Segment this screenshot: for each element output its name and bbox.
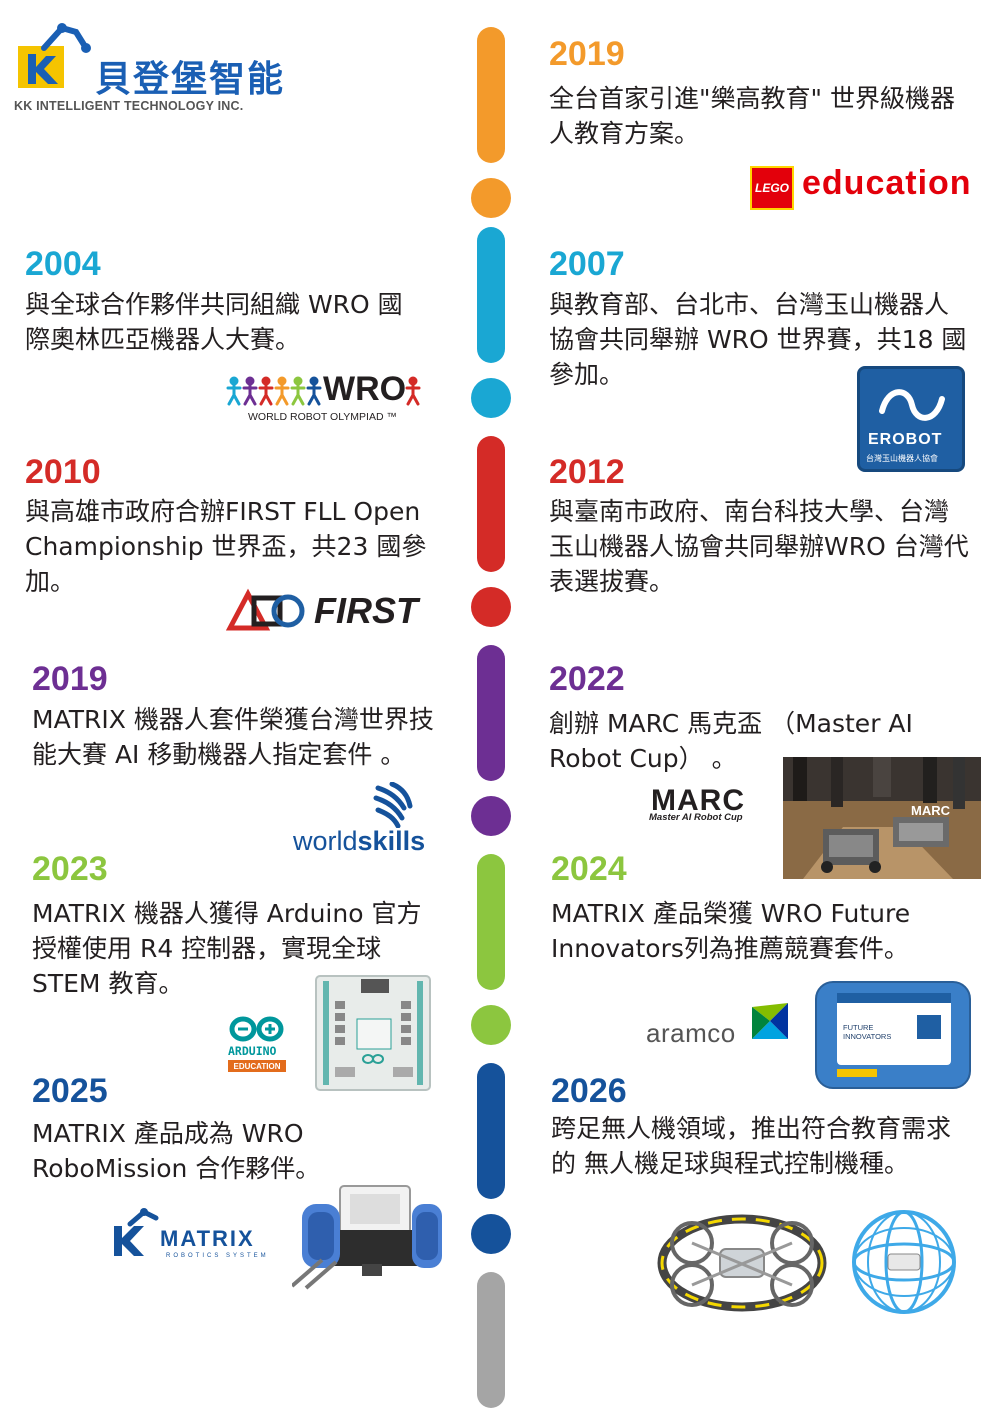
timeline-bar-green bbox=[477, 854, 505, 990]
worldskills-logo-text-a: world bbox=[293, 826, 358, 856]
company-name: 貝登堡智能 bbox=[95, 50, 285, 102]
wro-people-icon bbox=[226, 376, 322, 406]
entry-year: 2007 bbox=[549, 244, 625, 284]
future-innovators-product: FUTURE INNOVATORS bbox=[815, 981, 971, 1089]
first-logo-icon bbox=[226, 588, 312, 634]
timeline-bar-purple bbox=[477, 645, 505, 781]
entry-text: MATRIX 產品榮獲 WRO Future Innovators列為推薦競賽套… bbox=[551, 896, 971, 966]
entry-year: 2024 bbox=[551, 849, 627, 889]
wro-person-icon bbox=[403, 376, 423, 406]
worldskills-logo-text: worldskills bbox=[293, 826, 425, 857]
matrix-robot-arm-icon bbox=[108, 1206, 164, 1258]
kk-robot-arm-icon bbox=[14, 18, 94, 90]
arduino-infinity-icon bbox=[228, 1015, 286, 1043]
matrix-logo-text: MATRIX bbox=[160, 1226, 255, 1252]
erobot-swirl-icon bbox=[874, 381, 950, 427]
future-innovators-header bbox=[837, 993, 951, 1003]
entry-year: 2026 bbox=[551, 1071, 627, 1111]
aramco-logo-text: aramco bbox=[646, 1018, 736, 1049]
arduino-board-image bbox=[315, 975, 431, 1091]
matrix-robot-image bbox=[292, 1180, 448, 1292]
entry-text: 與全球合作夥伴共同組織 WRO 國際奧林匹亞機器人大賽。 bbox=[25, 287, 425, 357]
lego-logo-text: LEGO bbox=[755, 181, 789, 195]
entry-text: 與臺南市政府、南台科技大學、台灣玉山機器人協會共同舉辦WRO 台灣代表選拔賽。 bbox=[549, 494, 969, 599]
future-innovators-icon bbox=[917, 1015, 941, 1039]
entry-text: 全台首家引進"樂高教育" 世界級機器人教育方案。 bbox=[549, 81, 969, 151]
entry-year: 2012 bbox=[549, 452, 625, 492]
erobot-logo-subtitle: 台灣玉山機器人協會 bbox=[866, 453, 938, 464]
entry-year: 2025 bbox=[32, 1071, 108, 1111]
entry-year: 2010 bbox=[25, 452, 101, 492]
aramco-star-icon bbox=[748, 999, 792, 1043]
worldskills-hand-icon bbox=[372, 782, 414, 828]
entry-year: 2022 bbox=[549, 659, 625, 699]
timeline-bar-red bbox=[477, 436, 505, 572]
lego-logo: LEGO bbox=[750, 166, 794, 210]
entry-year: 2019 bbox=[32, 659, 108, 699]
arduino-education-badge: EDUCATION bbox=[228, 1060, 286, 1072]
wro-logo-subtitle: WORLD ROBOT OLYMPIAD ™ bbox=[248, 411, 397, 423]
future-innovators-panel: FUTURE INNOVATORS bbox=[837, 993, 951, 1065]
entry-year: 2004 bbox=[25, 244, 101, 284]
erobot-logo: EROBOT 台灣玉山機器人協會 bbox=[857, 366, 965, 472]
timeline-bar-cyan bbox=[477, 227, 505, 363]
entry-text: MATRIX 產品成為 WRO RoboMission 合作夥伴。 bbox=[32, 1116, 362, 1186]
timeline-dot-green bbox=[471, 1005, 511, 1045]
timeline-bar-navy bbox=[477, 1063, 505, 1199]
erobot-logo-text: EROBOT bbox=[868, 431, 942, 449]
arduino-education-text: EDUCATION bbox=[234, 1062, 281, 1071]
wro-logo-text: WRO bbox=[323, 370, 406, 409]
entry-text: 跨足無人機領域，推出符合教育需求的 無人機足球與程式控制機種。 bbox=[551, 1111, 961, 1181]
future-innovators-label bbox=[837, 1069, 877, 1077]
entry-text: 與高雄市政府合辦FIRST FLL Open Championship 世界盃，… bbox=[25, 494, 435, 599]
first-logo-text: FIRST bbox=[314, 590, 418, 632]
timeline-dot-orange bbox=[471, 178, 511, 218]
entry-year: 2019 bbox=[549, 34, 625, 74]
marc-logo-subtitle: Master AI Robot Cup bbox=[649, 812, 743, 823]
lego-education-text: education bbox=[802, 164, 972, 203]
entry-year: 2023 bbox=[32, 849, 108, 889]
worldskills-logo-text-b: skills bbox=[358, 826, 426, 856]
future-innovators-text: FUTURE INNOVATORS bbox=[843, 1023, 899, 1041]
marc-competition-photo: MARC bbox=[783, 757, 981, 879]
timeline-bar-orange bbox=[477, 27, 505, 163]
timeline-dot-navy bbox=[471, 1214, 511, 1254]
matrix-logo-subtitle: ROBOTICS SYSTEM bbox=[166, 1253, 269, 1259]
arduino-logo-text: ARDUINO bbox=[228, 1044, 276, 1058]
svg-text:MARC: MARC bbox=[911, 803, 951, 818]
timeline-bar-gray bbox=[477, 1272, 505, 1408]
timeline-dot-purple bbox=[471, 796, 511, 836]
drone-image bbox=[656, 1205, 828, 1319]
drone-cage-ball-image bbox=[848, 1208, 960, 1316]
company-subtitle: KK INTELLIGENT TECHNOLOGY INC. bbox=[14, 99, 243, 113]
timeline-dot-cyan bbox=[471, 378, 511, 418]
timeline-dot-red bbox=[471, 587, 511, 627]
entry-text: MATRIX 機器人套件榮獲台灣世界技能大賽 AI 移動機器人指定套件 。 bbox=[32, 702, 442, 772]
